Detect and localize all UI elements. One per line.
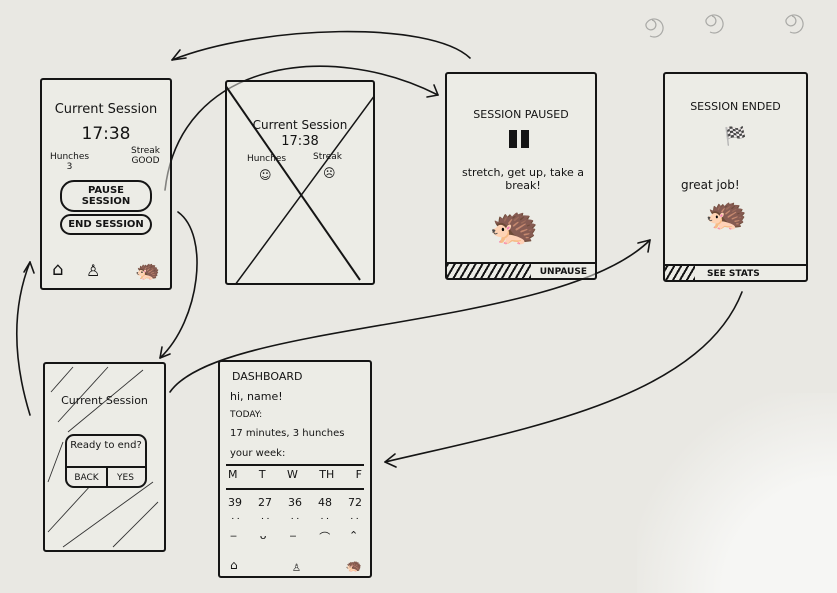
break-message: stretch, get up, take a break!	[462, 166, 584, 192]
screen-title: Current Session	[54, 102, 158, 117]
hunches-face-icon: ☺	[259, 168, 272, 182]
unpause-button[interactable]: UNPAUSE	[539, 267, 587, 277]
neutral-face-icon: ˙˙‒	[230, 516, 241, 542]
neutral-face-icon: ˙˙‒	[289, 516, 301, 542]
hedgehog-icon[interactable]: 🦔	[345, 559, 362, 574]
crossed-out-session-screen: Current Session 17:38 Hunches Streak ☺ ☹	[225, 80, 375, 285]
session-timer: 17:38	[281, 134, 319, 149]
hunches-value: 3	[66, 162, 73, 172]
cross-out-lines	[225, 84, 375, 285]
day-label: F	[355, 468, 362, 481]
home-icon[interactable]: ⌂	[52, 259, 64, 280]
sad-face-icon: ˙˙⌒	[319, 516, 331, 544]
arrow-head	[159, 346, 171, 359]
arrow-head	[426, 84, 439, 98]
session-paused-screen: SESSION PAUSED stretch, get up, take a b…	[445, 72, 597, 280]
screen-title: DASHBOARD	[232, 370, 303, 383]
profile-icon[interactable]: ♙	[292, 563, 301, 574]
back-button[interactable]: BACK	[67, 466, 108, 488]
pause-icon	[509, 130, 529, 152]
day-label: W	[286, 468, 298, 481]
progress-hatch	[665, 266, 695, 280]
screen-title: Current Session	[61, 394, 148, 407]
day-value: 72	[348, 496, 362, 509]
day-label: TH	[319, 468, 335, 481]
week-days: M T W TH F	[228, 468, 362, 481]
session-ended-screen: SESSION ENDED 🏁 great job! 🦔 SEE STATS	[663, 72, 808, 282]
home-icon[interactable]: ⌂	[230, 558, 238, 572]
hedgehog-icon[interactable]: 🦔	[135, 258, 160, 282]
dialog-question: Ready to end?	[70, 440, 142, 451]
profile-icon[interactable]: ♙	[86, 261, 101, 280]
end-session-button[interactable]: END SESSION	[60, 214, 152, 235]
hunches-label: Hunches	[50, 152, 90, 162]
arrow-head	[637, 239, 651, 253]
pause-session-button[interactable]: PAUSE SESSION	[60, 180, 152, 212]
see-stats-button[interactable]: SEE STATS	[707, 269, 760, 279]
paper-highlight	[637, 393, 837, 593]
streak-value: GOOD	[131, 156, 160, 166]
shading-lines	[47, 366, 159, 548]
arrow-paused-to-session	[171, 30, 471, 61]
progress-hatch	[447, 264, 531, 278]
day-value: 39	[228, 496, 242, 509]
hunches-label: Hunches	[247, 154, 287, 164]
checkered-flag-icon: 🏁	[724, 126, 747, 147]
day-label: M	[228, 468, 238, 481]
week-label: your week:	[230, 448, 286, 459]
dashboard-screen: DASHBOARD hi, name! TODAY: 17 minutes, 3…	[218, 360, 372, 578]
week-table-header	[226, 464, 364, 490]
arrow-head	[384, 453, 397, 468]
day-value: 48	[318, 496, 332, 509]
day-value: 27	[258, 496, 272, 509]
today-summary: 17 minutes, 3 hunches	[230, 428, 345, 439]
current-session-screen: Current Session 17:38 Hunches 3 Streak G…	[40, 78, 172, 290]
streak-stat: Streak GOOD	[131, 146, 160, 166]
screen-title: Current Session	[252, 118, 348, 132]
congrats-message: great job!	[681, 178, 740, 192]
yes-button[interactable]: YES	[106, 466, 145, 488]
screen-title: SESSION ENDED	[690, 100, 781, 113]
greeting: hi, name!	[230, 390, 283, 403]
today-label: TODAY:	[230, 410, 263, 420]
session-timer: 17:38	[81, 124, 131, 144]
hedgehog-icon: 🦔	[705, 194, 748, 234]
end-confirm-screen: Current Session Ready to end? BACK YES	[43, 362, 166, 552]
week-faces: ˙˙‒ ˙˙ᴗ ˙˙‒ ˙˙⌒ ˙˙⌃	[230, 516, 360, 545]
arrow-head	[23, 261, 35, 274]
arrow-confirm-to-session	[16, 261, 31, 416]
divider	[665, 264, 806, 266]
week-values: 39 27 36 48 72	[228, 496, 362, 509]
streak-label: Streak	[130, 146, 160, 156]
day-value: 36	[288, 496, 302, 509]
streak-label: Streak	[313, 152, 343, 162]
divider	[447, 262, 595, 264]
streak-face-icon: ☹	[323, 166, 336, 180]
confirm-dialog: Ready to end? BACK YES	[65, 434, 147, 488]
hedgehog-stretching-icon: 🦔	[489, 203, 539, 249]
hunches-stat: Hunches 3	[50, 152, 89, 172]
doodle-spirals	[645, 14, 804, 38]
day-label: T	[258, 468, 266, 481]
arrow-head	[171, 49, 187, 61]
happy-face-icon: ˙˙ᴗ	[259, 516, 271, 542]
sad-face-icon: ˙˙⌃	[349, 516, 360, 542]
screen-title: SESSION PAUSED	[473, 108, 569, 121]
